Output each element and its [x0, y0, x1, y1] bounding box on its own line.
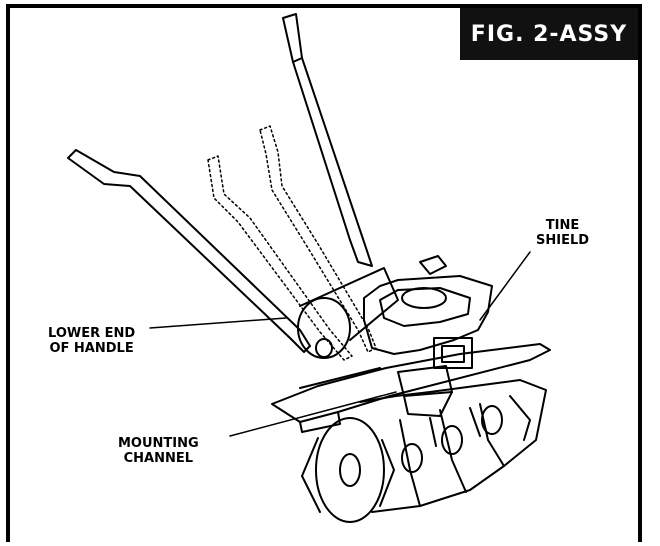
alt-handle-position-1 — [207, 155, 353, 361]
figure-label: FIG. 2-ASSY — [460, 8, 638, 60]
mounting-channel-line-1: MOUNTING — [118, 436, 199, 451]
alt-handle-position-2 — [259, 125, 377, 353]
tines — [301, 379, 547, 523]
mounting-channel-callout: MOUNTING CHANNEL — [118, 436, 199, 466]
mounting-channel-line-2: CHANNEL — [123, 451, 194, 466]
left-handle — [67, 149, 311, 353]
tine-shield — [271, 343, 551, 423]
handle-line-1: LOWER END — [48, 326, 136, 341]
lower-end-of-handle-callout: LOWER END OF HANDLE — [48, 326, 135, 356]
upper-handle — [282, 13, 373, 267]
tine-shield-callout: TINE SHIELD — [536, 218, 589, 248]
handle-line-2: OF HANDLE — [49, 341, 134, 356]
tine-shield-leader — [479, 251, 531, 321]
mounting-channel-leader — [229, 391, 397, 437]
wheel — [297, 297, 351, 359]
handle-leader — [149, 317, 287, 329]
engine — [363, 275, 493, 355]
figure-frame: FIG. 2-ASSY — [6, 4, 642, 542]
tine-shield-line-1: TINE — [545, 218, 580, 233]
tine-shield-line-2: SHIELD — [536, 233, 590, 248]
